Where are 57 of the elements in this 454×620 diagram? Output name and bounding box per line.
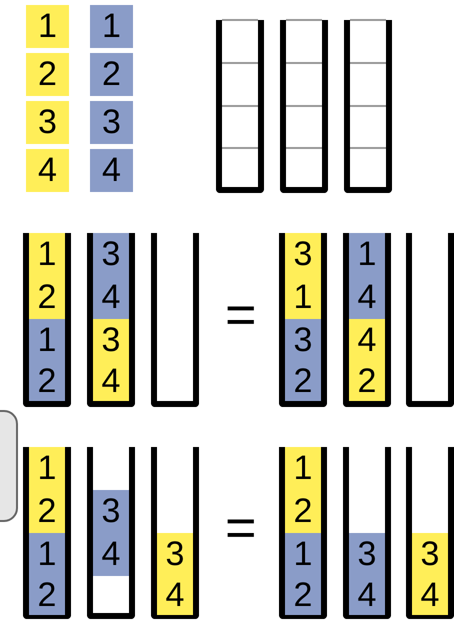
number-tile: 3	[93, 490, 129, 533]
number-tile: 1	[29, 447, 65, 490]
tube	[343, 233, 391, 407]
number-tile: 2	[29, 276, 65, 319]
number-tile: 4	[412, 576, 448, 615]
number-tile: 3	[90, 101, 133, 144]
number-tile: 1	[349, 233, 385, 276]
number-tile: 4	[90, 149, 133, 192]
tube	[87, 447, 135, 619]
equals-sign: =	[225, 501, 257, 555]
number-tile: 2	[29, 576, 65, 615]
tube	[23, 233, 71, 407]
tube	[87, 233, 135, 407]
number-tile: 1	[29, 533, 65, 576]
equals-sign: =	[225, 288, 257, 342]
number-tile: 2	[349, 362, 385, 401]
number-tile: 1	[29, 233, 65, 276]
number-tile: 2	[29, 490, 65, 533]
number-tile: 3	[349, 533, 385, 576]
tube	[216, 20, 264, 193]
tube	[343, 447, 391, 619]
number-tile: 3	[26, 101, 69, 144]
number-tile: 4	[93, 362, 129, 401]
number-tile: 1	[26, 5, 69, 48]
number-tile: 2	[285, 576, 321, 615]
number-tile: 4	[349, 576, 385, 615]
number-tile: 4	[349, 319, 385, 362]
number-tile: 4	[93, 533, 129, 576]
number-tile: 3	[93, 233, 129, 276]
number-tile: 4	[93, 276, 129, 319]
number-tile: 4	[349, 276, 385, 319]
number-tile: 2	[285, 490, 321, 533]
number-tile: 3	[285, 319, 321, 362]
tube	[406, 447, 454, 619]
tube	[344, 20, 392, 193]
number-tile: 2	[29, 362, 65, 401]
number-tile: 1	[90, 5, 133, 48]
number-tile: 1	[285, 447, 321, 490]
number-tile: 3	[285, 233, 321, 276]
tube	[279, 233, 327, 407]
tube	[151, 447, 199, 619]
number-tile: 4	[26, 149, 69, 192]
number-tile: 4	[157, 576, 193, 615]
number-tile: 2	[285, 362, 321, 401]
tube	[279, 447, 327, 619]
number-tile: 3	[412, 533, 448, 576]
number-tile: 1	[285, 533, 321, 576]
number-tile: 1	[285, 276, 321, 319]
number-tile: 3	[157, 533, 193, 576]
number-tile: 1	[29, 319, 65, 362]
tube	[23, 447, 71, 619]
number-tile: 3	[93, 319, 129, 362]
tube	[406, 233, 454, 407]
number-tile: 2	[90, 53, 133, 96]
tube	[151, 233, 199, 407]
number-tile: 2	[26, 53, 69, 96]
tube	[280, 20, 328, 193]
